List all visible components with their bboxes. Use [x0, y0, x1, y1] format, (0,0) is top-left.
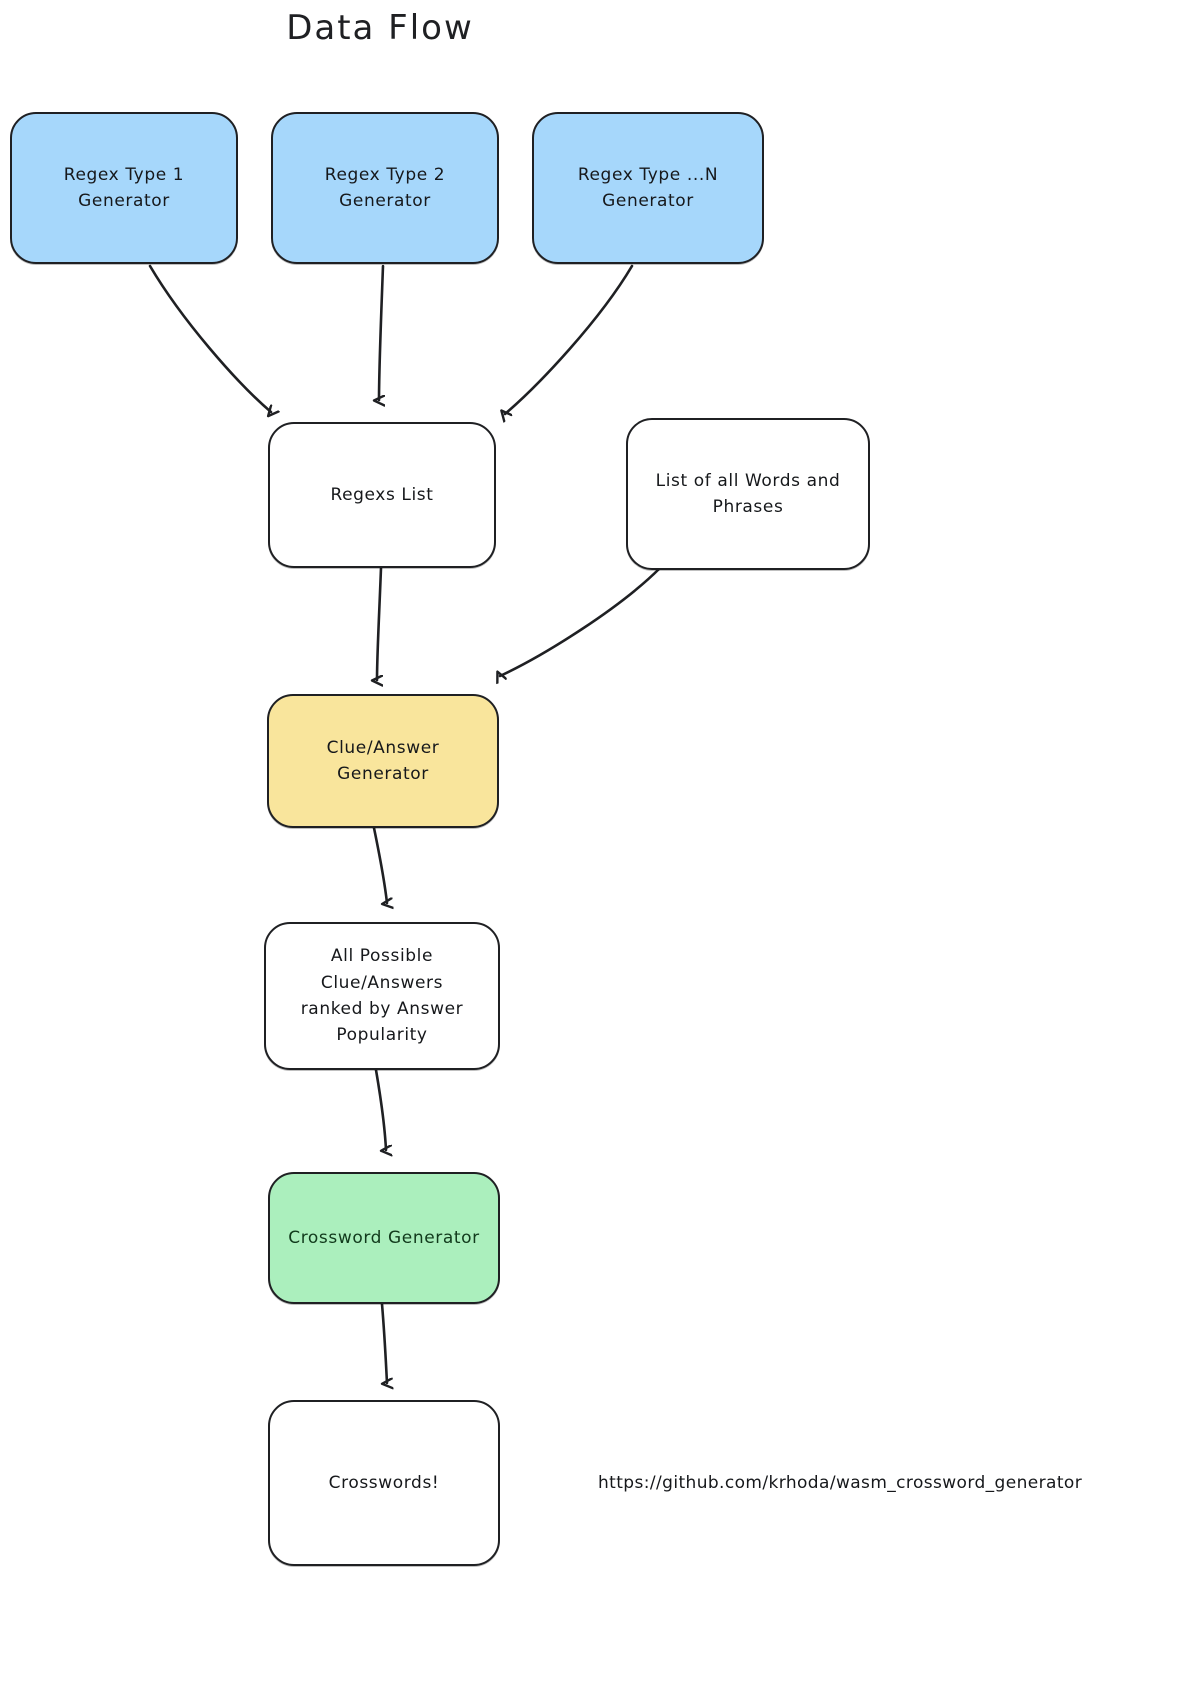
node-crossword-generator[interactable]: Crossword Generator: [268, 1172, 500, 1304]
node-regex-type-2-generator[interactable]: Regex Type 2 Generator: [271, 112, 499, 264]
edge-all-possible-to-crossword-generator: [374, 1068, 386, 1150]
edge-crossword-generator-to-crosswords: [380, 1302, 387, 1383]
footer-repository-url[interactable]: https://github.com/krhoda/wasm_crossword…: [598, 1473, 1083, 1493]
edge-clue-generator-to-all-possible: [372, 826, 387, 903]
node-label: Regex Type 2 Generator: [324, 164, 446, 211]
node-label: Regex Type 1 Generator: [63, 164, 185, 211]
node-label: All Possible Clue/Answers ranked by Answ…: [300, 946, 464, 1046]
node-label: Regex Type ...N Generator: [577, 164, 719, 211]
node-label: Crossword Generator: [288, 1227, 480, 1248]
edge-regexs-list-to-clue-generator: [377, 566, 381, 680]
edge-regex1-to-regexs-list: [148, 264, 271, 412]
node-list-of-all-words-and-phrases[interactable]: List of all Words and Phrases: [626, 418, 870, 570]
node-label: List of all Words and Phrases: [655, 470, 841, 517]
node-regex-type-1-generator[interactable]: Regex Type 1 Generator: [10, 112, 238, 264]
page-title: Data Flow: [286, 8, 474, 48]
node-label: Clue/Answer Generator: [326, 737, 440, 784]
node-crosswords[interactable]: Crosswords!: [268, 1400, 500, 1566]
node-regexs-list[interactable]: Regexs List: [268, 422, 496, 568]
node-label: Crosswords!: [328, 1472, 440, 1493]
node-regex-type-n-generator[interactable]: Regex Type ...N Generator: [532, 112, 764, 264]
node-clue-answer-generator[interactable]: Clue/Answer Generator: [267, 694, 499, 828]
node-all-possible-clue-answers[interactable]: All Possible Clue/Answers ranked by Answ…: [264, 922, 500, 1070]
edge-regex2-to-regexs-list: [379, 264, 383, 400]
edge-words-list-to-clue-generator: [500, 566, 662, 676]
edge-regexn-to-regexs-list: [505, 264, 634, 414]
node-label: Regexs List: [330, 484, 434, 505]
